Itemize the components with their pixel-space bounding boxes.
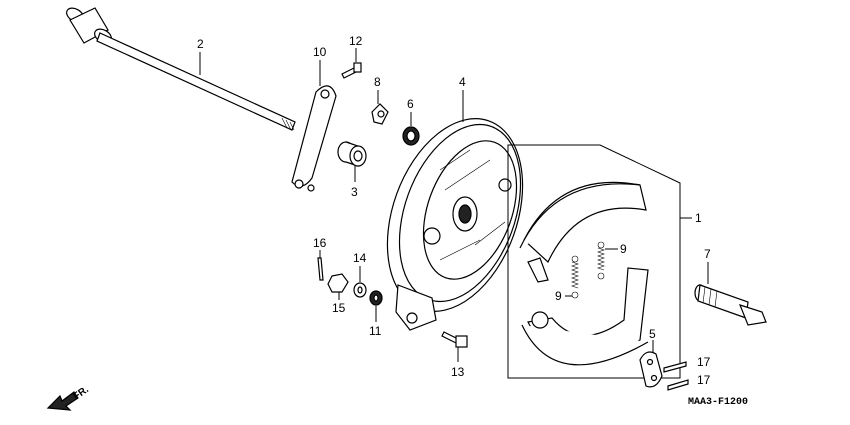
front-direction-arrow-icon (46, 391, 79, 411)
callout-8: 8 (374, 75, 381, 89)
pin-16-part (317, 257, 324, 281)
washer-11-part (369, 290, 383, 306)
callout-17-top: 17 (697, 355, 711, 369)
washer-14-part (353, 282, 367, 298)
axle-shaft-part (66, 7, 296, 131)
plate-5-part (639, 351, 663, 388)
callout-16: 16 (313, 236, 327, 250)
shoe-spring-right (597, 241, 605, 280)
pin-17a-part (663, 361, 687, 373)
callout-12: 12 (349, 34, 363, 48)
callout-13: 13 (451, 365, 465, 379)
callout-9-right: 9 (620, 242, 627, 256)
nut-15-part (327, 273, 349, 293)
shoe-spring-left (571, 255, 579, 299)
callout-3: 3 (351, 185, 358, 199)
callout-5: 5 (649, 327, 656, 341)
bolt-12-part (341, 62, 362, 79)
callout-9-left: 9 (555, 289, 562, 303)
brake-cam-part (694, 284, 767, 326)
bolt-13-part (441, 331, 468, 348)
dust-seal-part (402, 126, 420, 146)
pin-17b-part (667, 379, 689, 391)
diagram-code: MAA3-F1200 (688, 397, 748, 408)
callout-7: 7 (704, 247, 711, 261)
callout-11: 11 (369, 324, 382, 338)
callout-17-bottom: 17 (697, 373, 711, 387)
brake-panel-part (386, 118, 524, 331)
callout-4: 4 (459, 75, 466, 89)
brake-shoe-lower-part (521, 267, 649, 366)
callout-6: 6 (407, 97, 414, 111)
callout-2: 2 (197, 37, 204, 51)
callout-15: 15 (332, 301, 346, 315)
callout-10: 10 (313, 45, 327, 59)
brake-shoe-upper-part (519, 181, 647, 283)
indicator-hole (377, 110, 385, 118)
shoe-set-frame (507, 144, 681, 379)
callout-1: 1 (695, 211, 702, 225)
callout-14: 14 (353, 251, 367, 265)
collar-part (337, 141, 367, 167)
brake-arm-part (291, 85, 337, 192)
